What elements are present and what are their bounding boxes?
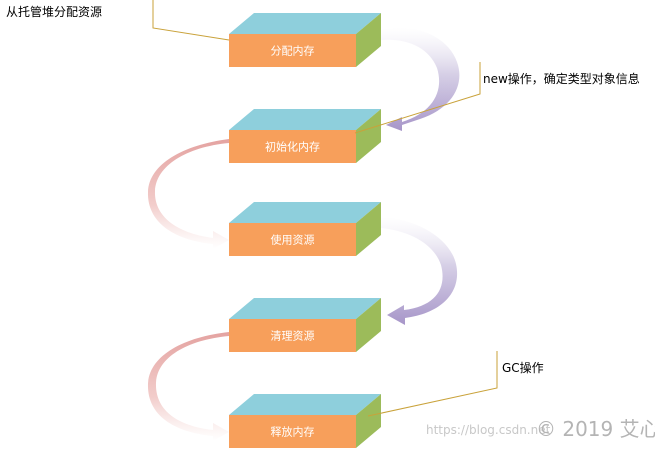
callout-line-gc [367,351,498,417]
box-side-face [356,202,381,256]
step-box: 分配内存 [229,13,381,67]
box-top-face [229,394,381,415]
callout-line-new [354,62,481,134]
callout-heap-alloc: 从托管堆分配资源 [6,4,102,19]
step-box: 释放内存 [229,394,381,448]
watermark-url: https://blog.csdn.net [426,423,551,437]
box-side-face [356,109,381,163]
callout-gc-op: GC操作 [502,360,544,375]
arrow-use-to-clean [381,217,458,325]
box-top-face [229,109,381,130]
arrow-init-to-use [147,139,229,249]
arrow-clean-to-release [147,332,229,441]
box-front-face [229,415,356,448]
watermark-copyright: © 2019 艾心 [536,417,655,441]
step-label: 使用资源 [271,233,315,247]
step-label: 清理资源 [271,329,315,343]
box-front-face [229,34,356,67]
step-label: 分配内存 [271,44,315,58]
arrows [147,27,460,441]
box-top-face [229,202,381,223]
box-front-face [229,130,356,163]
box-side-face [356,298,381,352]
box-front-face [229,223,356,256]
step-label: 初始化内存 [265,140,320,154]
arrow-alloc-to-init [381,27,460,131]
box-front-face [229,319,356,352]
box-side-face [356,13,381,67]
step-box: 清理资源 [229,298,381,352]
callout-new-op: new操作，确定类型对象信息 [483,71,640,86]
step-box: 初始化内存 [229,109,381,163]
step-box: 使用资源 [229,202,381,256]
box-top-face [229,13,381,34]
callout-line-heap [152,0,230,41]
box-side-face [356,394,381,448]
callout-lines [152,0,498,417]
step-label: 释放内存 [271,425,315,439]
box-top-face [229,298,381,319]
